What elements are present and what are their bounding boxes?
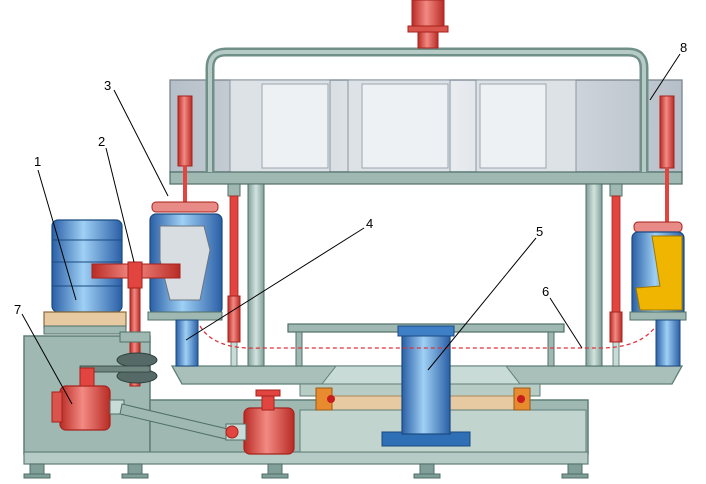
label-5: 5 xyxy=(536,224,543,239)
leader-lines xyxy=(21,53,681,405)
label-4: 4 xyxy=(366,216,373,231)
label-6: 6 xyxy=(542,284,549,299)
label-2: 2 xyxy=(98,134,105,149)
central-column xyxy=(381,325,471,447)
drive-motor-right xyxy=(225,389,295,455)
label-3: 3 xyxy=(104,78,111,93)
label-1: 1 xyxy=(34,154,41,169)
left-mold-station xyxy=(147,201,223,367)
conveyor-path xyxy=(199,325,657,349)
top-housing xyxy=(169,0,683,185)
drive-motor-left xyxy=(51,367,125,431)
label-7: 7 xyxy=(14,302,21,317)
right-mold-station xyxy=(629,221,687,367)
stirrer xyxy=(79,261,181,387)
bucket xyxy=(43,219,127,335)
label-8: 8 xyxy=(680,40,687,55)
